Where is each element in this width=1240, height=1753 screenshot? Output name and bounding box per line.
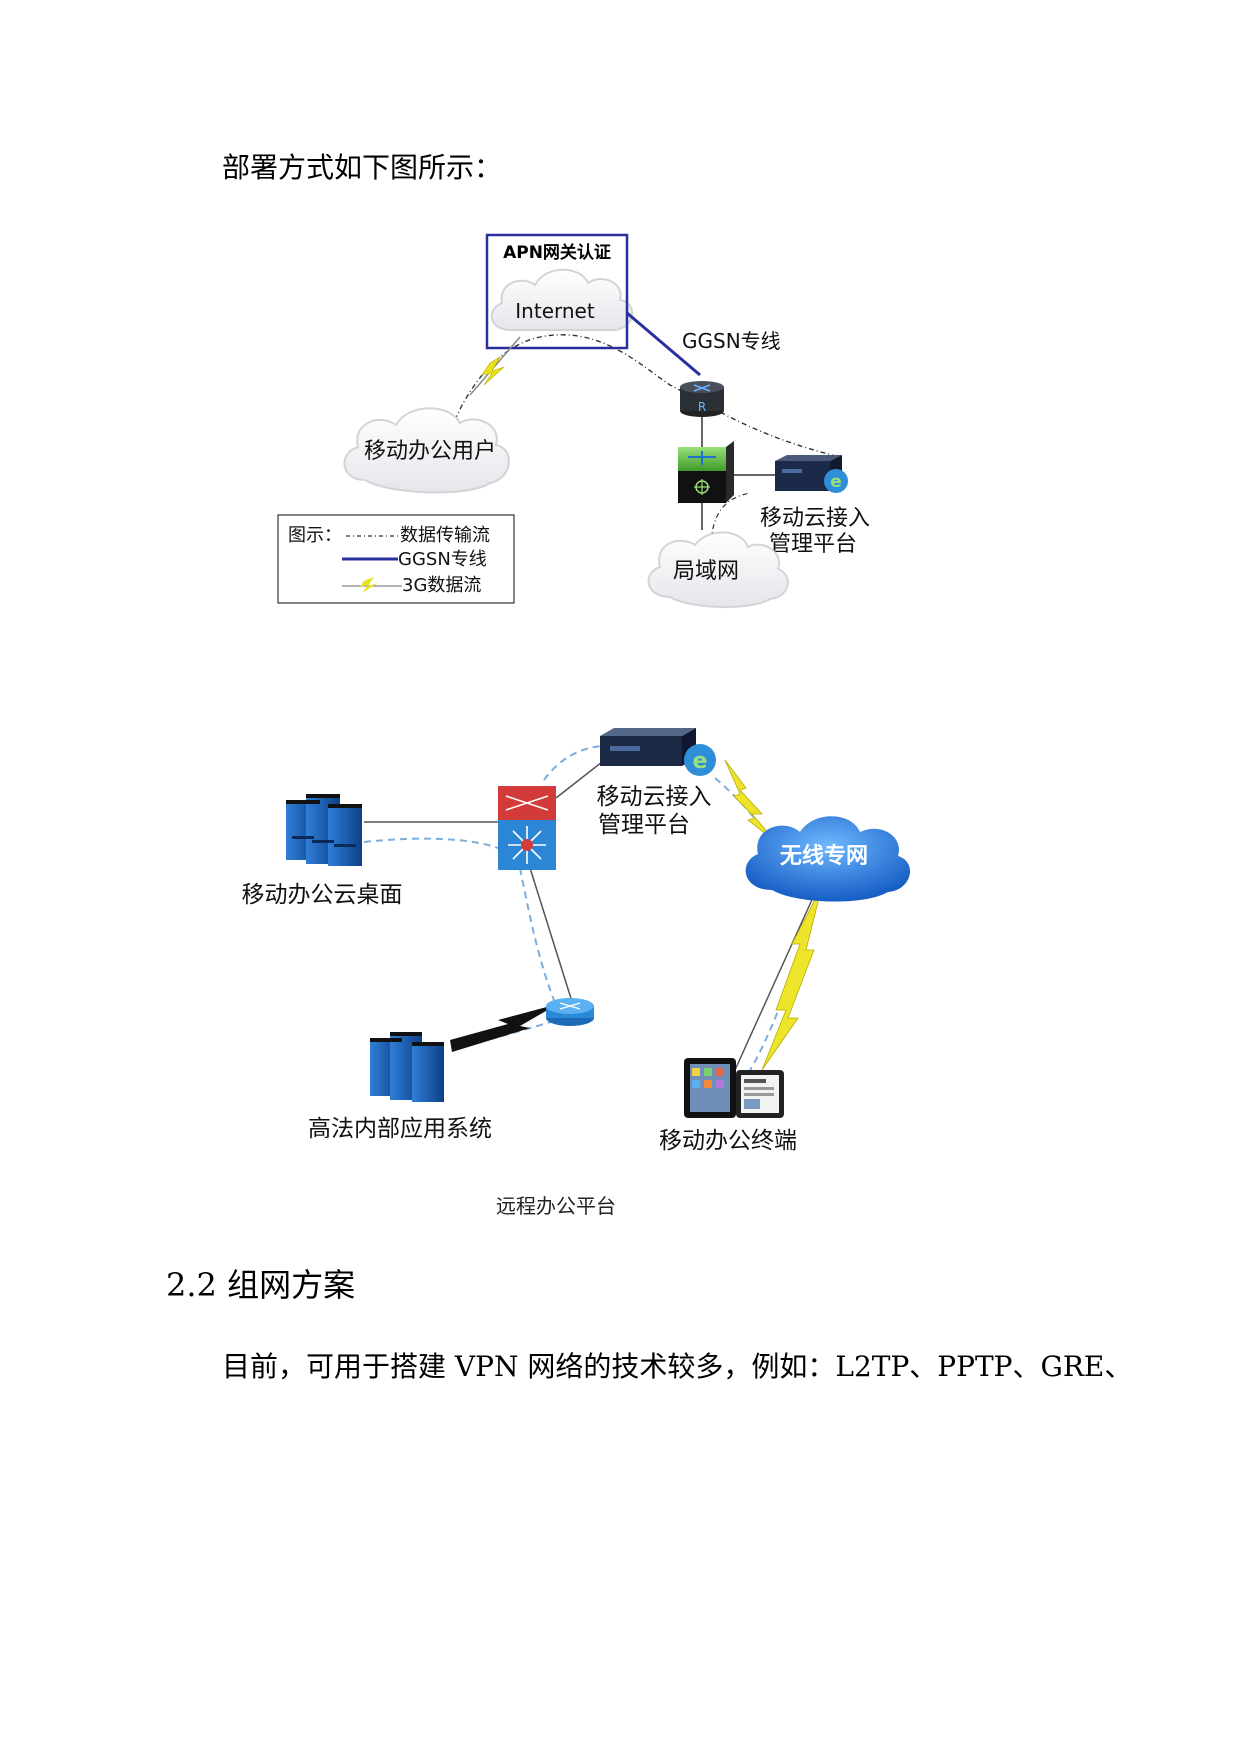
- apn-box-label: APN网关认证: [503, 242, 611, 263]
- cloud-desktop-servers-icon: [286, 794, 362, 866]
- terminal-lightning-icon: [761, 885, 823, 1071]
- legend-title: 图示：: [288, 525, 342, 546]
- legend-item-data-flow: 数据传输流: [400, 525, 490, 546]
- router-icon: [680, 381, 724, 417]
- switch-icon: [678, 441, 734, 503]
- deployment-diagram: APN网关认证 Internet GGSN专线 移动办公用户 R: [277, 233, 870, 609]
- mobile-terminal-label: 移动办公终端: [659, 1128, 797, 1154]
- body-paragraph: 目前，可用于搭建 VPN 网络的技术较多，例如：L2TP、PPTP、GRE、: [222, 1350, 1133, 1383]
- lan-cloud: [647, 531, 789, 609]
- mobile-user-cloud: [343, 407, 510, 494]
- lightning-bolt-icon: [481, 356, 505, 386]
- figure-caption: 远程办公平台: [496, 1194, 616, 1218]
- intro-paragraph: 部署方式如下图所示：: [222, 151, 503, 184]
- router-icon-d2: [546, 998, 594, 1026]
- internal-system-servers-icon: [370, 1032, 444, 1102]
- legend-item-3g: 3G数据流: [402, 575, 481, 596]
- platform-label-line1: 移动云接入: [760, 506, 870, 531]
- management-server-icon: e: [775, 455, 848, 493]
- mobile-terminal-icon: [684, 1058, 784, 1118]
- svg-text:e: e: [693, 749, 708, 774]
- router-label: R: [698, 400, 706, 414]
- wireless-network-label: 无线专网: [780, 843, 868, 869]
- lan-label: 局域网: [673, 559, 739, 584]
- apn-gateway-box: [485, 233, 629, 350]
- mobile-user-label: 移动办公用户: [364, 439, 496, 464]
- internal-system-label: 高法内部应用系统: [308, 1116, 492, 1142]
- section-heading: 2.2 组网方案: [166, 1266, 356, 1304]
- internet-label: Internet: [515, 299, 595, 323]
- wireless-network-cloud: [745, 816, 911, 902]
- legend: 图示： 数据传输流 GGSN专线 3G数据流: [277, 514, 515, 604]
- legend-item-ggsn: GGSN专线: [398, 549, 487, 570]
- cloud-platform-server-icon: e: [600, 728, 716, 776]
- wan-lightning-icon: [450, 1004, 558, 1052]
- network-links: [363, 745, 821, 1071]
- ggsn-line: [626, 311, 701, 377]
- cloud-desktop-label: 移动办公云桌面: [242, 882, 403, 908]
- ggsn-line-label: GGSN专线: [682, 329, 781, 353]
- remote-office-diagram: 移动办公云桌面 e 移动云接入 管理平台 无线专网: [242, 728, 911, 1154]
- platform-label-line1-d2: 移动云接入: [597, 784, 712, 810]
- svg-text:e: e: [830, 472, 842, 492]
- platform-label-line2-d2: 管理平台: [598, 812, 690, 838]
- data-flow-path: [454, 334, 841, 458]
- core-switch-icon: [498, 786, 556, 870]
- platform-label-line2: 管理平台: [769, 532, 857, 557]
